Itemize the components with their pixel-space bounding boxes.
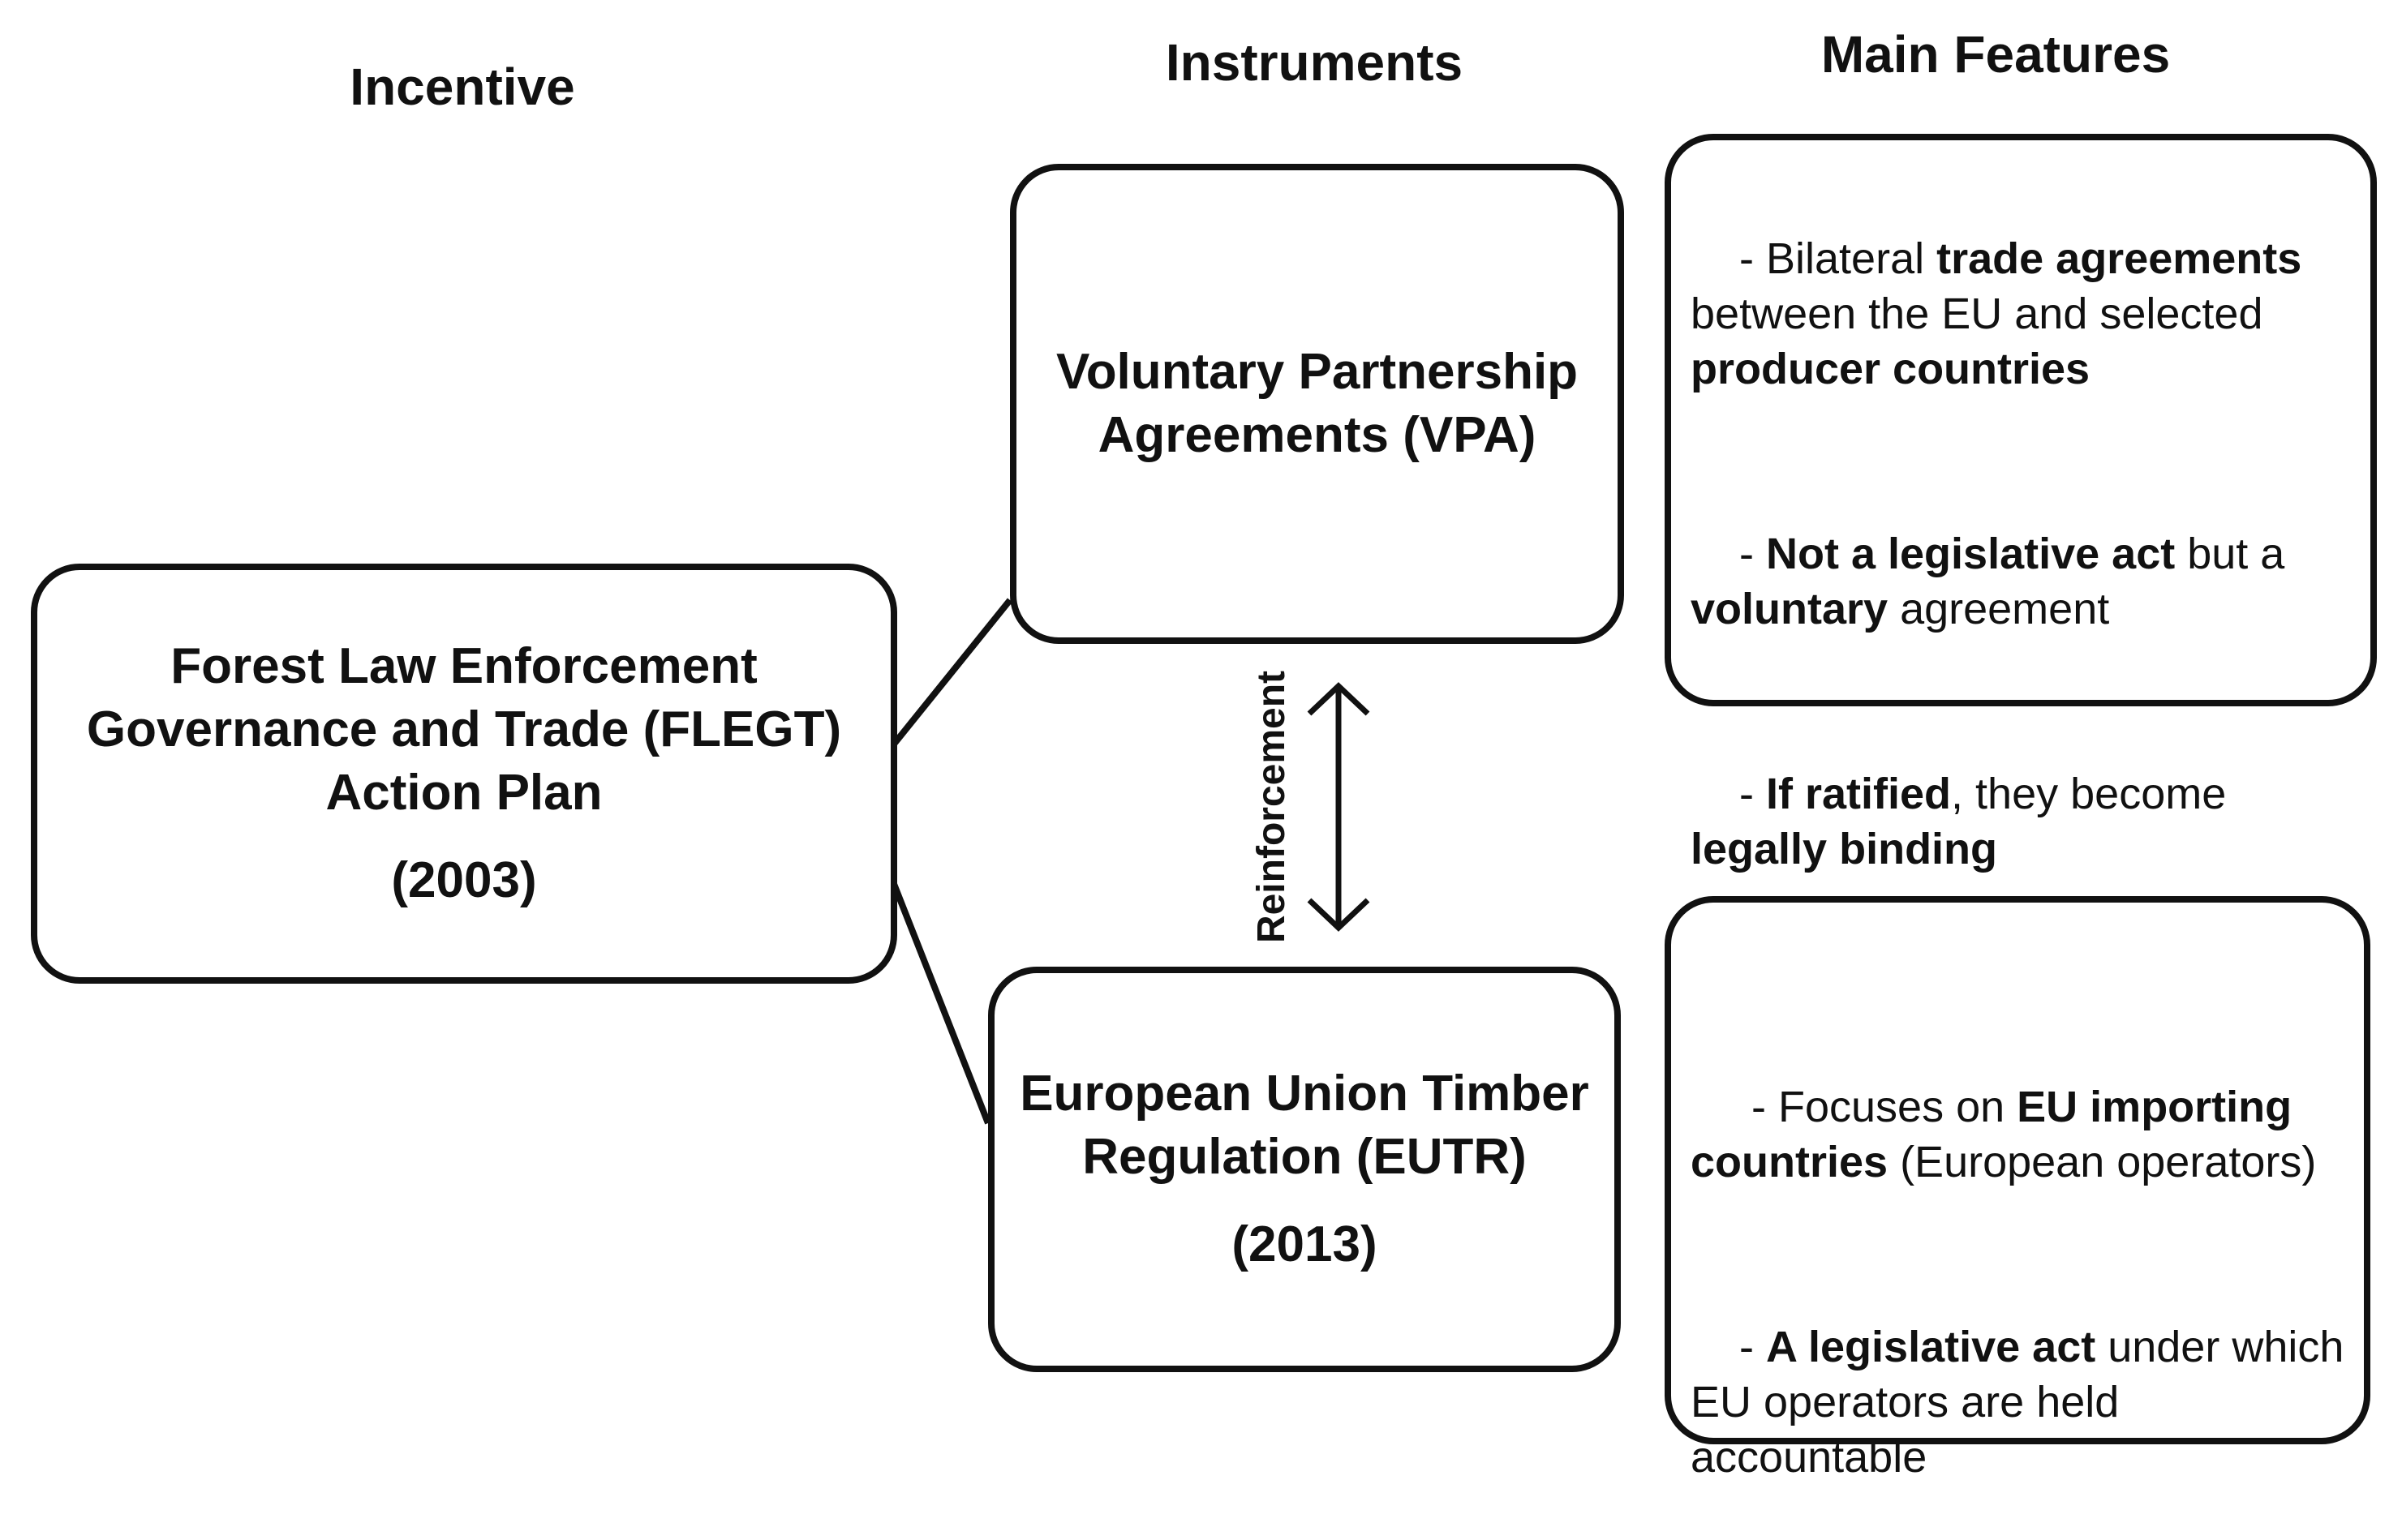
eutr-title-line-2: Regulation (EUTR)	[1082, 1129, 1527, 1185]
eutr-year: (2013)	[1231, 1216, 1377, 1272]
reinforcement-label: Reinforcement	[1250, 670, 1293, 944]
vpa-feature-3: - If ratified, they become legally bindi…	[1691, 770, 2239, 873]
eutr-features-box: - Focuses on EU importing countries (Eur…	[1665, 896, 2370, 1482]
connector-flegt-eutr	[889, 878, 991, 1125]
flegt-box: Forest Law Enforcement Governance and Tr…	[31, 564, 897, 984]
header-main-features: Main Features	[1820, 25, 2171, 84]
eutr-title-line-1: European Union Timber	[1020, 1066, 1589, 1122]
flegt-year: (2003)	[391, 852, 537, 908]
header-incentive: Incentive	[350, 58, 575, 116]
flegt-title-line-2: Governance and Trade (FLEGT)	[86, 701, 842, 757]
connector-flegt-vpa	[889, 598, 1013, 749]
vpa-title-line-1: Voluntary Partnership	[1055, 344, 1579, 400]
vpa-box: Voluntary Partnership Agreements (VPA)	[1010, 164, 1624, 644]
vpa-features-box: - Bilateral trade agreements between the…	[1665, 134, 2377, 873]
flegt-title-line-3: Action Plan	[325, 765, 603, 821]
vpa-feature-1: - Bilateral trade agreements between the…	[1691, 234, 2314, 393]
vpa-title-line-2: Agreements (VPA)	[1098, 407, 1536, 463]
header-instruments: Instruments	[1165, 33, 1463, 92]
flegt-title-line-1: Forest Law Enforcement	[170, 638, 758, 694]
vpa-feature-2: - Not a legislative act but a voluntary …	[1691, 530, 2297, 633]
eutr-box: European Union Timber Regulation (EUTR) …	[988, 967, 1621, 1372]
eutr-feature-1: - Focuses on EU importing countries (Eur…	[1691, 1083, 2317, 1186]
eutr-feature-2: - A legislative act under which EU opera…	[1691, 1323, 2357, 1482]
reinforcement-arrow	[1307, 682, 1370, 932]
